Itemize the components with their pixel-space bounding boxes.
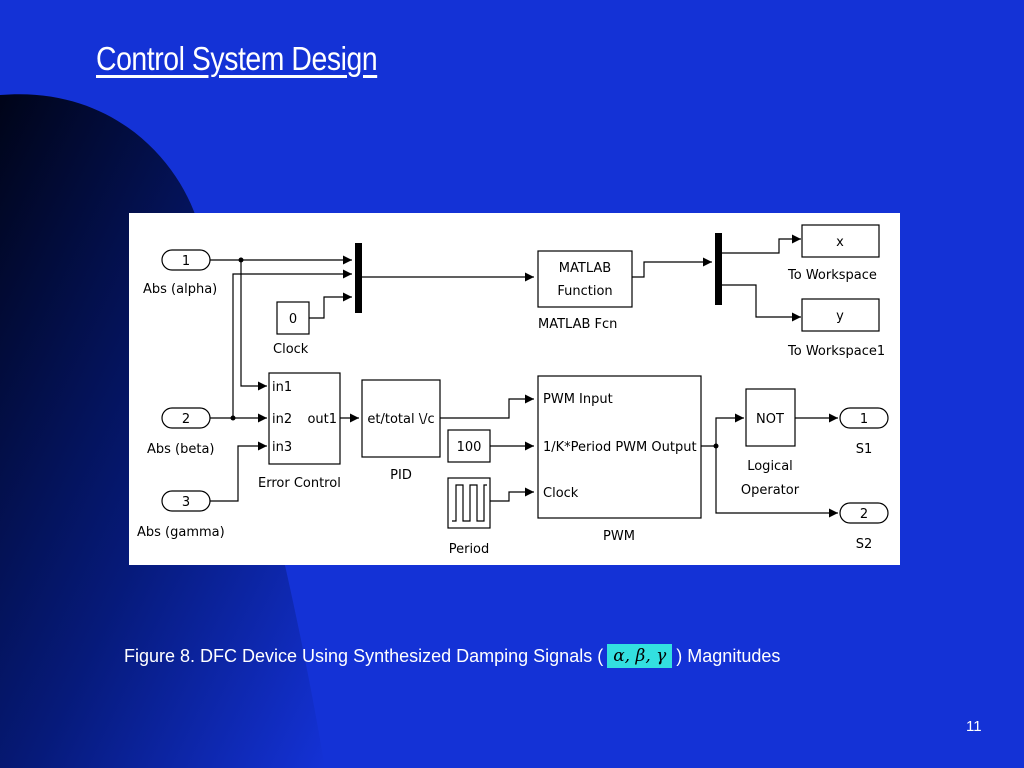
outport-number: 1 bbox=[860, 412, 868, 427]
signal-lines bbox=[210, 234, 838, 518]
pwm-block[interactable]: PWM Input 1/K*Period PWM Output Clock PW… bbox=[537, 375, 702, 544]
outport-s1[interactable]: 1 S1 bbox=[839, 407, 889, 457]
outport-s2[interactable]: 2 S2 bbox=[839, 502, 889, 552]
inport-number: 2 bbox=[182, 412, 190, 427]
mux-block[interactable] bbox=[355, 243, 362, 313]
inport-number: 3 bbox=[182, 495, 190, 510]
slide-title: Control System Design bbox=[96, 40, 378, 77]
not-text: NOT bbox=[756, 412, 784, 427]
matlab-fcn-block[interactable]: MATLAB Function MATLAB Fcn bbox=[537, 250, 633, 332]
error-control-port-in3: in3 bbox=[272, 440, 292, 455]
error-control-block[interactable]: in1 in2 in3 out1 Error Control bbox=[258, 372, 341, 491]
error-control-port-in2: in2 bbox=[272, 412, 292, 427]
page-number: 11 bbox=[966, 718, 982, 735]
clock-value: 0 bbox=[289, 312, 297, 327]
demux-block[interactable] bbox=[715, 233, 722, 305]
logical-operator-block[interactable]: NOT Logical Operator bbox=[741, 388, 800, 498]
error-control-label: Error Control bbox=[258, 476, 341, 491]
period-pulse-block[interactable]: Period bbox=[447, 477, 491, 557]
inport-label: Abs (alpha) bbox=[143, 282, 217, 297]
inport-abs-beta[interactable]: 2 Abs (beta) bbox=[147, 407, 215, 457]
inport-abs-gamma[interactable]: 3 Abs (gamma) bbox=[137, 490, 225, 540]
error-control-port-in1: in1 bbox=[272, 380, 292, 395]
to-workspace-x-block[interactable]: x To Workspace bbox=[787, 224, 880, 283]
constant-value: 100 bbox=[457, 440, 482, 455]
period-label: Period bbox=[449, 542, 490, 557]
pid-block[interactable]: et/total \/c PID bbox=[361, 379, 441, 483]
matlab-fcn-line2: Function bbox=[557, 284, 612, 299]
constant-100-block[interactable]: 100 bbox=[447, 429, 491, 463]
inport-label: Abs (beta) bbox=[147, 442, 215, 457]
inport-number: 1 bbox=[182, 254, 190, 269]
pwm-port-output: 1/K*Period PWM Output bbox=[543, 440, 697, 455]
matlab-fcn-line1: MATLAB bbox=[559, 261, 611, 276]
pid-text: et/total \/c bbox=[367, 412, 434, 427]
matlab-fcn-label: MATLAB Fcn bbox=[538, 317, 617, 332]
pwm-label: PWM bbox=[603, 529, 635, 544]
logical-operator-label1: Logical bbox=[747, 459, 793, 474]
outport-number: 2 bbox=[860, 507, 868, 522]
inport-label: Abs (gamma) bbox=[137, 525, 225, 540]
simulink-diagram: 1 Abs (alpha) 2 Abs (beta) 3 Abs (gamma)… bbox=[129, 213, 900, 565]
outport-label: S2 bbox=[856, 537, 873, 552]
inport-abs-alpha[interactable]: 1 Abs (alpha) bbox=[143, 249, 217, 297]
caption-suffix: ) Magnitudes bbox=[676, 645, 781, 666]
clock-block[interactable]: 0 Clock bbox=[273, 301, 310, 357]
pwm-port-clock: Clock bbox=[543, 486, 579, 501]
outport-label: S1 bbox=[856, 442, 873, 457]
caption-prefix: Figure 8. DFC Device Using Synthesized D… bbox=[124, 645, 604, 666]
clock-label: Clock bbox=[273, 342, 309, 357]
logical-operator-label2: Operator bbox=[741, 483, 800, 498]
workspace-var-x: x bbox=[836, 235, 844, 250]
greek-symbols-highlight: α, β, γ bbox=[607, 644, 673, 668]
to-workspace-y-block[interactable]: y To Workspace1 bbox=[787, 298, 885, 359]
pwm-port-input: PWM Input bbox=[543, 392, 613, 407]
pulse-wave-icon bbox=[452, 484, 487, 522]
workspace-var-y: y bbox=[836, 309, 844, 324]
branch-points bbox=[230, 257, 719, 449]
figure-caption: Figure 8. DFC Device Using Synthesized D… bbox=[124, 644, 780, 668]
error-control-port-out1: out1 bbox=[307, 412, 337, 427]
block-diagram-canvas: 1 Abs (alpha) 2 Abs (beta) 3 Abs (gamma)… bbox=[137, 224, 889, 557]
to-workspace-label: To Workspace bbox=[787, 268, 877, 283]
to-workspace1-label: To Workspace1 bbox=[787, 344, 885, 359]
pid-label: PID bbox=[390, 468, 412, 483]
